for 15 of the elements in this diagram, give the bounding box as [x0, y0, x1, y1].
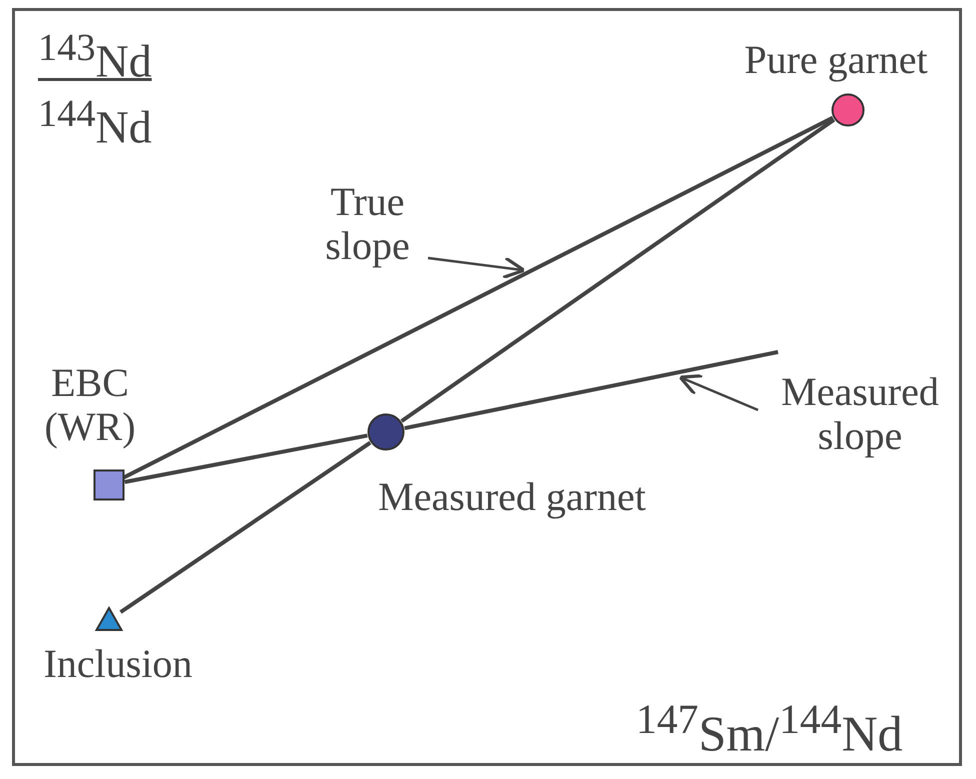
point-label: Pure garnet	[743, 38, 929, 82]
axis-label: $^{147}$Sm/$^{144}$Nd	[636, 696, 903, 762]
isochron-line	[404, 350, 778, 430]
axis-label: $^{144}$Nd	[38, 92, 152, 154]
slope-label: True slope	[310, 180, 425, 268]
isochron-line	[124, 434, 368, 484]
axis-label: $^{143}$Nd	[38, 26, 152, 88]
isochron-line	[400, 118, 836, 423]
isochron-line	[119, 441, 372, 614]
slope-label: Measured slope	[765, 370, 955, 458]
leader-line	[678, 374, 758, 412]
point-label: EBC (WR)	[43, 361, 137, 449]
point-label: Inclusion	[42, 642, 194, 686]
point-label: Measured garnet	[377, 475, 647, 519]
leader-line	[428, 256, 526, 280]
